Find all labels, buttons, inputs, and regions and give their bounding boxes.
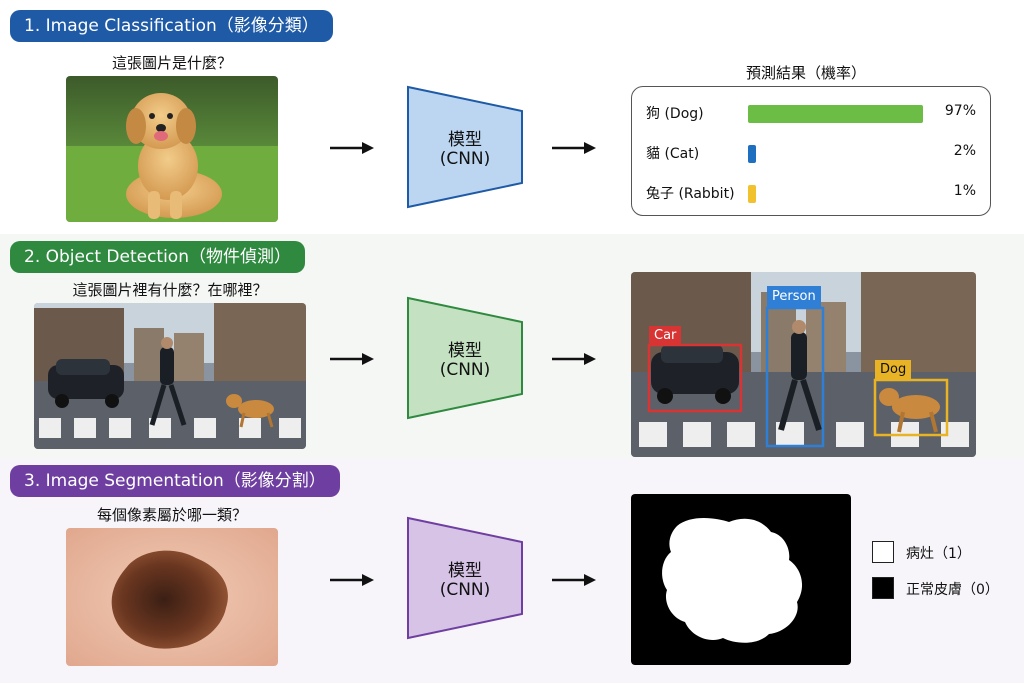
arrow-to-output-1: [552, 141, 596, 155]
model-sublabel: (CNN): [439, 580, 491, 600]
dog-photo: [66, 76, 278, 222]
skin-lesion-photo: [66, 528, 278, 666]
model-label: 模型: [448, 130, 482, 150]
prediction-label: 兔子 (Rabbit): [646, 186, 735, 202]
prediction-percent: 2%: [953, 143, 976, 159]
prediction-label: 狗 (Dog): [646, 106, 704, 122]
detection-question: 這張圖片裡有什麼？在哪裡？: [72, 281, 268, 299]
legend-label: 正常皮膚（0）: [906, 582, 999, 598]
model-label: 模型: [448, 561, 482, 581]
model-label: 模型: [448, 341, 482, 361]
section-title-detection: 2. Object Detection（物件偵測）: [10, 241, 305, 273]
segmentation-mask: [631, 494, 851, 665]
arrow-to-output-2: [552, 352, 596, 366]
legend-swatch-white: [872, 541, 894, 563]
prediction-panel: 狗 (Dog) 97% 貓 (Cat) 2% 兔子 (Rabbit) 1%: [631, 86, 991, 216]
model-sublabel: (CNN): [439, 360, 491, 380]
detection-label-person: Person: [767, 286, 821, 308]
classification-question: 這張圖片是什麼？: [111, 54, 232, 72]
section-title-segmentation: 3. Image Segmentation（影像分割）: [10, 465, 340, 497]
prediction-row-dog: 狗 (Dog) 97%: [646, 101, 976, 125]
prediction-row-rabbit: 兔子 (Rabbit) 1%: [646, 181, 976, 205]
prediction-label: 貓 (Cat): [646, 146, 700, 162]
prediction-percent: 1%: [953, 183, 976, 199]
cnn-model-2: 模型 (CNN): [406, 296, 524, 420]
prediction-bar-cat: [748, 145, 756, 163]
detection-output-photo: Car Person Dog: [631, 272, 976, 457]
arrow-to-output-3: [552, 573, 596, 587]
legend-label: 病灶（1）: [906, 546, 971, 562]
arrow-to-model-1: [330, 141, 374, 155]
prediction-bar-dog: [748, 105, 923, 123]
prediction-title: 預測結果（機率）: [746, 64, 867, 82]
prediction-row-cat: 貓 (Cat) 2%: [646, 141, 976, 165]
prediction-percent: 97%: [944, 103, 976, 119]
model-sublabel: (CNN): [439, 149, 491, 169]
cnn-model-1: 模型 (CNN): [406, 85, 524, 209]
arrow-to-model-2: [330, 352, 374, 366]
street-photo: [34, 303, 306, 449]
prediction-bar-rabbit: [748, 185, 756, 203]
segmentation-question: 每個像素屬於哪一類？: [96, 506, 247, 524]
section-title-classification: 1. Image Classification（影像分類）: [10, 10, 333, 42]
detection-label-car: Car: [649, 326, 682, 346]
detection-label-dog: Dog: [875, 360, 912, 380]
legend-swatch-black: [872, 577, 894, 599]
arrow-to-model-3: [330, 573, 374, 587]
cnn-model-3: 模型 (CNN): [406, 516, 524, 640]
